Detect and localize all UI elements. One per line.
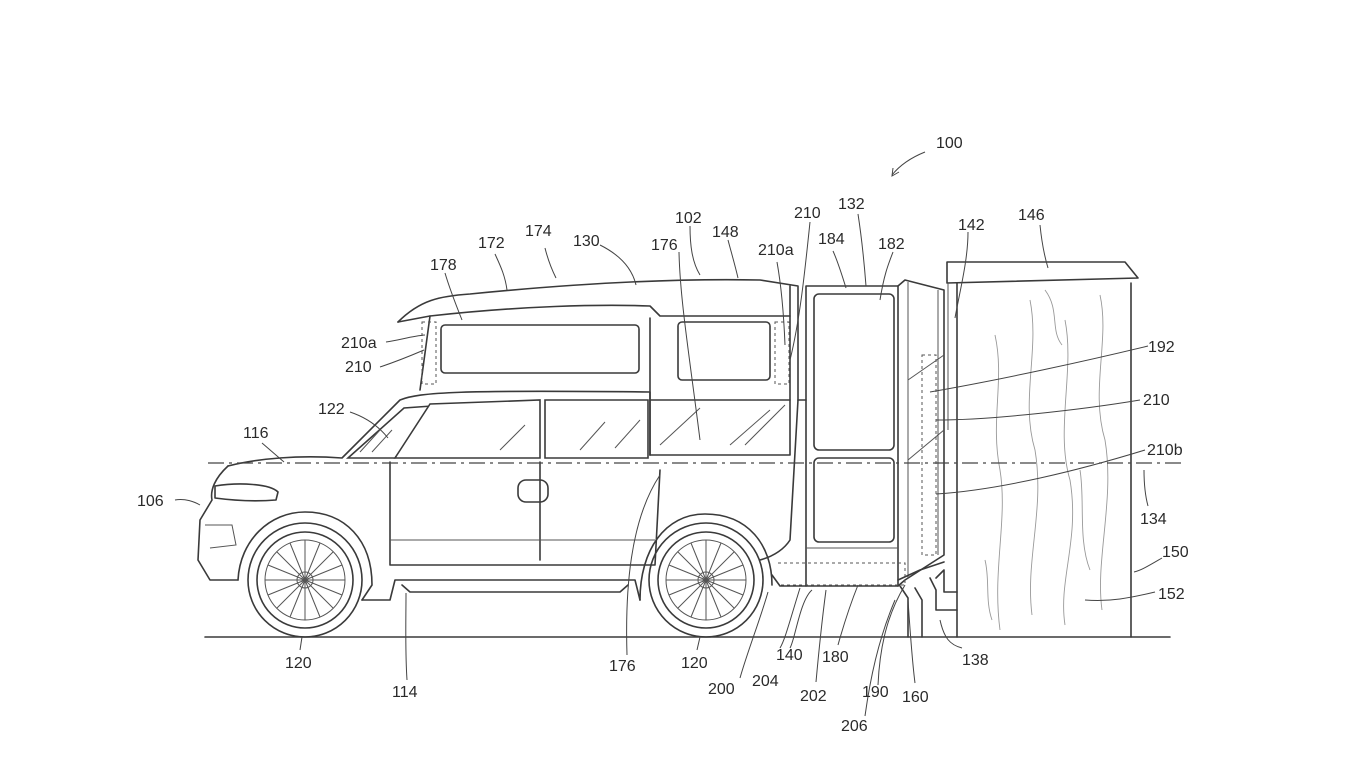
cabin-window-right [677,321,771,381]
bracket-210-right [774,321,790,385]
rocker-panel [361,579,641,601]
label-116: 116 [243,425,269,442]
label-206: 206 [841,718,868,735]
leader-lines [174,151,1163,717]
label-210a-right: 210a [758,242,794,259]
label-146: 146 [1018,207,1045,224]
front-end [197,465,239,581]
label-204: 204 [752,673,779,690]
label-106: 106 [137,493,164,510]
label-114: 114 [392,684,418,701]
label-138: 138 [962,652,989,669]
rear-side-window [544,399,649,459]
label-142: 142 [958,217,985,234]
label-174: 174 [525,223,552,240]
label-150: 150 [1162,544,1189,561]
label-130: 130 [573,233,600,250]
label-102: 102 [675,210,702,227]
label-132: 132 [838,196,865,213]
label-180: 180 [822,649,849,666]
label-210-left: 210 [345,359,372,376]
label-160: 160 [902,689,929,706]
label-190: 190 [862,684,889,701]
vehicle-body [197,278,807,601]
label-100: 100 [936,135,963,152]
label-148: 148 [712,224,739,241]
label-122: 122 [318,401,345,418]
label-120-front: 120 [285,655,312,672]
label-140: 140 [776,647,803,664]
label-200: 200 [708,681,735,698]
front-wheel [247,522,363,638]
bracket-210-left [421,321,437,385]
rear-wheel [648,522,764,638]
cabin-window-left [440,324,640,374]
callout-labels: 100 102 106 114 116 120 120 122 130 132 … [137,135,1189,735]
label-210a-left: 210a [341,335,377,352]
module-lower-panel [813,457,895,543]
label-120-rear: 120 [681,655,708,672]
label-176-bottom: 176 [609,658,636,675]
module-132 [805,279,945,587]
module-upper-panel [813,293,895,451]
roof-cap [397,278,799,401]
label-176-top: 176 [651,237,678,254]
label-210-top: 210 [794,205,821,222]
label-192: 192 [1148,339,1175,356]
door-panel [389,461,661,566]
front-side-window [393,399,541,459]
structure-150 [946,261,1139,638]
door-handle [517,479,549,503]
label-182: 182 [878,236,905,253]
label-134: 134 [1140,511,1167,528]
car-upper [227,390,651,467]
connector-142 [897,279,945,587]
label-184: 184 [818,231,845,248]
module-body [805,285,899,587]
label-210b: 210b [1147,442,1183,459]
label-210-right: 210 [1143,392,1170,409]
label-172: 172 [478,235,505,252]
headlamp [214,483,279,502]
label-152: 152 [1158,586,1185,603]
label-202: 202 [800,688,827,705]
structure-roof [946,261,1139,284]
label-178: 178 [430,257,457,274]
